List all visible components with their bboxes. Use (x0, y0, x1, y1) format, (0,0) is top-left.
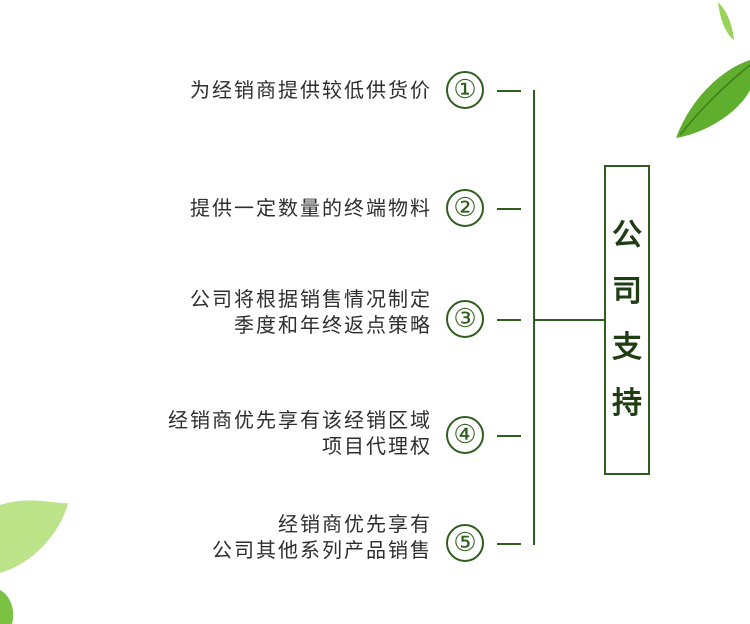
connector-item-4 (497, 435, 521, 437)
leaf-bottom-left-decoration (0, 500, 68, 624)
support-item-3-line-2: 季度和年终返点策略 (234, 313, 432, 337)
number-circle-1: ① (446, 71, 484, 109)
support-item-3-text: 公司将根据销售情况制定 季度和年终返点策略 (190, 286, 432, 338)
support-item-1-line-1: 为经销商提供较低供货价 (190, 78, 432, 102)
support-item-1-text: 为经销商提供较低供货价 (190, 77, 432, 103)
connector-item-3 (497, 319, 521, 321)
number-circle-5: ⑤ (446, 524, 484, 562)
title-char-3: 支 (612, 330, 642, 365)
title-char-2: 司 (612, 274, 642, 309)
connector-item-5 (497, 543, 521, 545)
number-circle-3: ③ (446, 300, 484, 338)
support-item-5-line-1: 经销商优先享有 (278, 512, 432, 536)
connector-item-1 (497, 90, 521, 92)
support-item-2-text: 提供一定数量的终端物料 (190, 195, 432, 221)
company-support-title-box: 公 司 支 持 (604, 165, 650, 475)
connector-trunk (533, 90, 535, 545)
support-item-2-line-1: 提供一定数量的终端物料 (190, 196, 432, 220)
support-item-5-line-2: 公司其他系列产品销售 (212, 538, 432, 562)
support-item-4-text: 经销商优先享有该经销区域 项目代理权 (168, 407, 432, 459)
number-circle-4: ④ (446, 416, 484, 454)
leaf-top-right-decoration (676, 2, 750, 138)
title-char-4: 持 (612, 386, 642, 421)
support-item-3-line-1: 公司将根据销售情况制定 (190, 287, 432, 311)
connector-to-title (533, 319, 604, 321)
support-item-4-line-2: 项目代理权 (322, 434, 432, 458)
connector-item-2 (497, 208, 521, 210)
number-circle-2: ② (446, 189, 484, 227)
support-item-5-text: 经销商优先享有 公司其他系列产品销售 (212, 511, 432, 563)
title-char-1: 公 (612, 218, 642, 253)
support-item-4-line-1: 经销商优先享有该经销区域 (168, 408, 432, 432)
